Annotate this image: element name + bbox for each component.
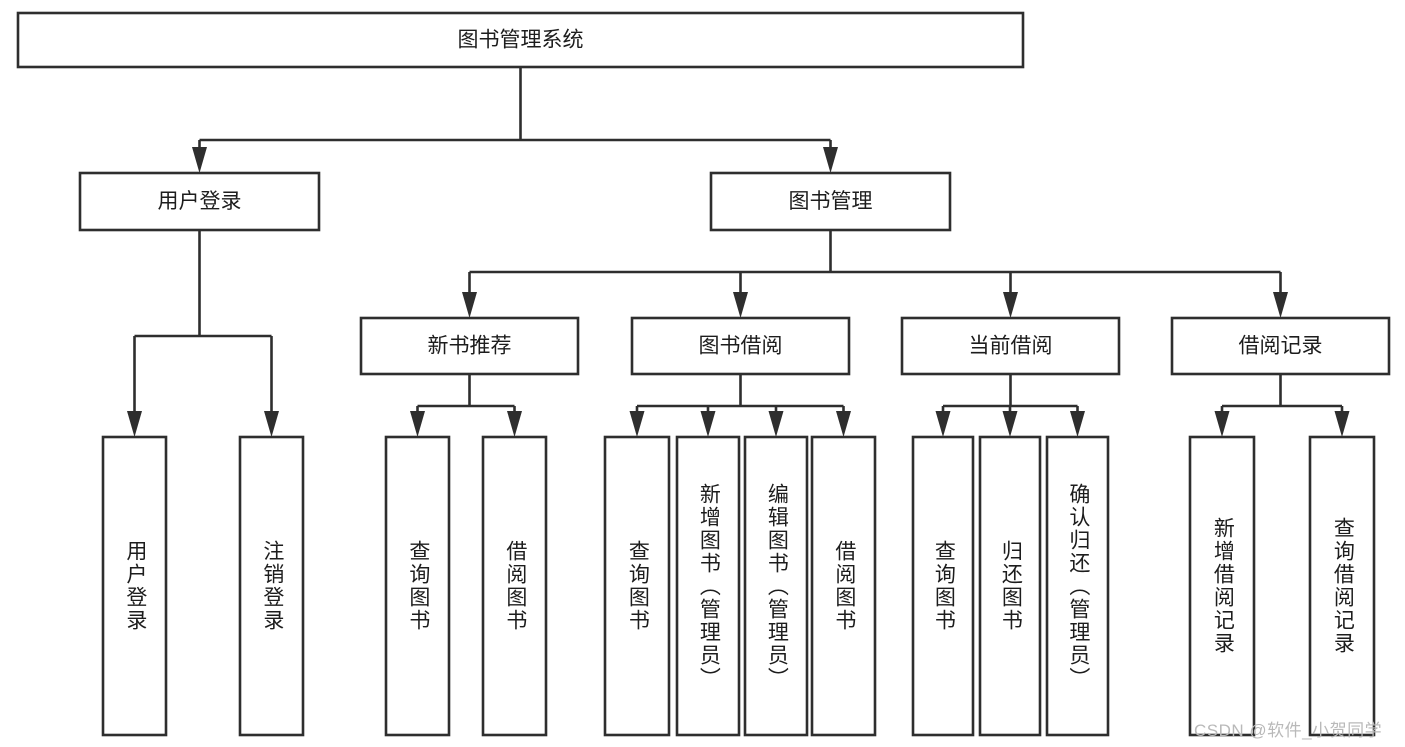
node-box-login[interactable] <box>78 171 321 232</box>
node-box-newbook[interactable] <box>359 316 580 376</box>
connector-bus-bookmgmt <box>462 230 1288 318</box>
node-box-borrow-2[interactable] <box>675 435 741 737</box>
node-box-newbook-2[interactable] <box>481 435 548 737</box>
arrow-head-current-1 <box>935 411 951 437</box>
node-label-newbook: 新书推荐 <box>428 335 512 358</box>
connector-layer <box>127 67 1350 437</box>
node-box-current-2[interactable] <box>978 435 1042 737</box>
node-box-newbook-1[interactable] <box>384 435 451 737</box>
arrow-head-current-3 <box>1070 411 1085 437</box>
arrow-head-newbook-1 <box>410 411 425 437</box>
arrow-head-login <box>192 147 207 173</box>
arrow-head-records-1 <box>1214 411 1230 437</box>
arrow-head-bookmgmt <box>823 147 838 173</box>
node-label-borrow: 图书借阅 <box>699 335 783 358</box>
node-box-records[interactable] <box>1170 316 1391 376</box>
connector-bus-current <box>935 374 1085 437</box>
arrow-head-borrow <box>733 292 748 318</box>
node-label-current: 当前借阅 <box>969 335 1053 358</box>
arrow-head-login-2 <box>264 411 279 437</box>
node-box-current-3[interactable] <box>1045 435 1110 737</box>
node-box-records-1[interactable] <box>1188 435 1256 737</box>
arrow-head-current-2 <box>1002 411 1018 437</box>
arrow-head-borrow-2 <box>700 411 716 437</box>
arrow-head-records-2 <box>1334 411 1350 437</box>
node-label-root: 图书管理系统 <box>458 29 584 52</box>
node-box-bookmgmt[interactable] <box>709 171 952 232</box>
watermark: CSDN @软件_小贺同学 <box>1194 721 1383 740</box>
node-label-bookmgmt: 图书管理 <box>789 190 873 213</box>
node-label-records: 借阅记录 <box>1239 335 1323 358</box>
node-box-borrow-3[interactable] <box>743 435 809 737</box>
node-box-borrow-4[interactable] <box>810 435 877 737</box>
arrow-head-borrow-4 <box>836 411 851 437</box>
node-box-records-2[interactable] <box>1308 435 1376 737</box>
arrow-head-borrow-3 <box>768 411 784 437</box>
arrow-head-login-1 <box>127 411 142 437</box>
node-box-root[interactable] <box>16 11 1025 69</box>
arrow-head-borrow-1 <box>629 411 645 437</box>
arrow-head-current <box>1003 292 1018 318</box>
arrow-head-records <box>1273 292 1288 318</box>
node-box-login-1[interactable] <box>101 435 168 737</box>
connector-bus-borrow <box>629 374 851 437</box>
arrow-head-newbook-2 <box>507 411 522 437</box>
node-box-login-2[interactable] <box>238 435 305 737</box>
node-box-current-1[interactable] <box>911 435 975 737</box>
node-label-login: 用户登录 <box>158 190 242 213</box>
node-box-layer <box>16 11 1391 737</box>
node-box-borrow-1[interactable] <box>603 435 671 737</box>
connector-bus-records <box>1214 374 1350 437</box>
arrow-head-newbook <box>462 292 477 318</box>
node-box-borrow[interactable] <box>630 316 851 376</box>
connector-bus-root <box>192 67 838 173</box>
connector-bus-newbook <box>410 374 522 437</box>
connector-bus-login <box>127 230 279 437</box>
node-box-current[interactable] <box>900 316 1121 376</box>
